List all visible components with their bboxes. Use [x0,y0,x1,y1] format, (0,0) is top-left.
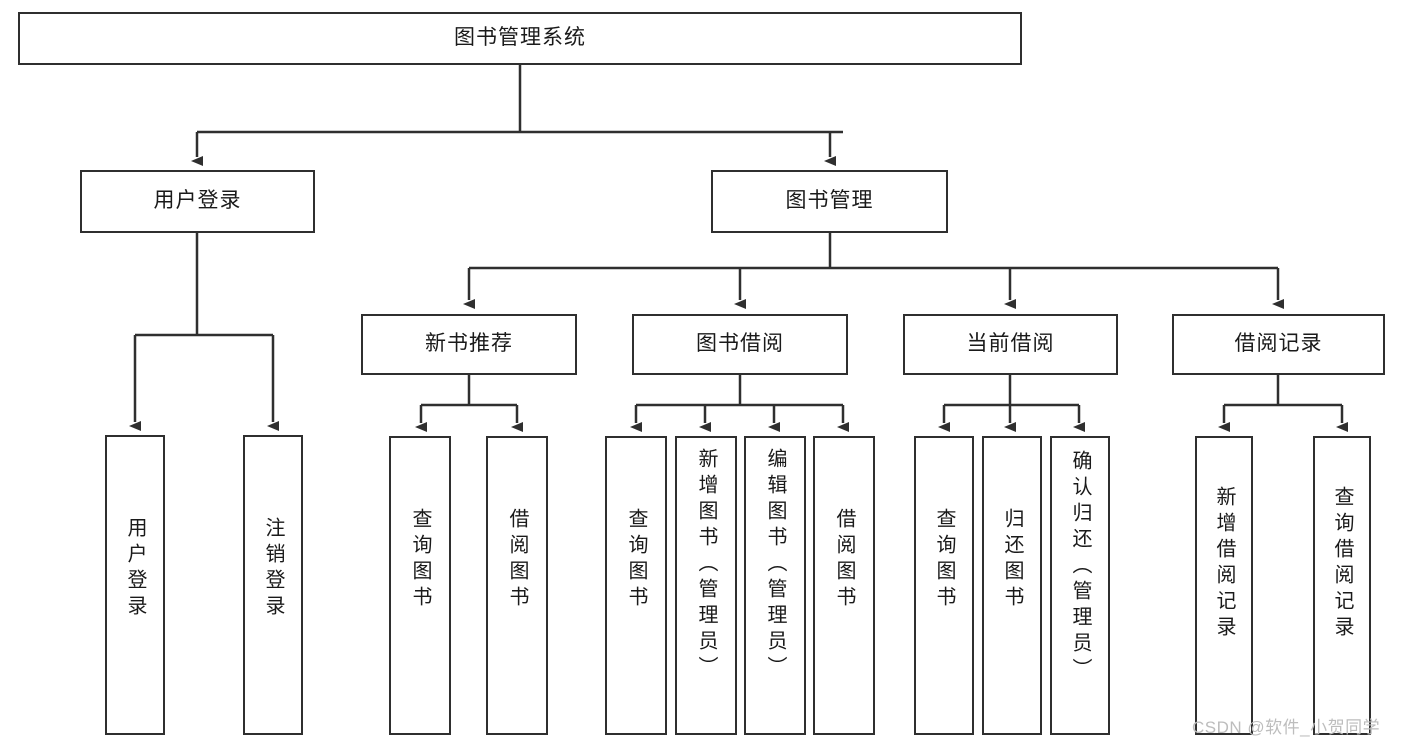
leaf-add-borrow-record[interactable]: 新增借阅记录 [1195,436,1253,735]
node-label: 归还图书 [1001,508,1023,612]
node-label: 用户登录 [153,189,242,213]
node-book-borrow[interactable]: 图书借阅 [632,314,848,375]
node-label: 新书推荐 [425,332,513,356]
node-user-login[interactable]: 用户登录 [80,170,315,233]
node-label: 注销登录 [262,517,284,621]
node-label: 查询图书 [409,508,431,612]
node-new-book-recommend[interactable]: 新书推荐 [361,314,577,375]
node-label: 图书管理系统 [454,26,586,50]
node-book-management[interactable]: 图书管理 [711,170,948,233]
node-label: 查询图书 [933,508,955,612]
node-label: 查询图书 [625,508,647,612]
node-label: 新增借阅记录 [1213,486,1235,642]
leaf-borrow-book-recommend[interactable]: 借阅图书 [486,436,548,735]
node-label: 借阅图书 [506,508,528,612]
leaf-add-book-admin[interactable]: 新增图书（管理员） [675,436,737,735]
leaf-borrow-book[interactable]: 借阅图书 [813,436,875,735]
node-label: 当前借阅 [966,332,1055,356]
node-root-system[interactable]: 图书管理系统 [18,12,1022,65]
leaf-user-login[interactable]: 用户登录 [105,435,165,735]
leaf-query-book-current[interactable]: 查询图书 [914,436,974,735]
node-label: 用户登录 [124,517,146,621]
node-label: 图书借阅 [696,332,784,356]
node-label: 编辑图书（管理员） [764,448,786,682]
leaf-query-book-recommend[interactable]: 查询图书 [389,436,451,735]
watermark: CSDN @软件_小贺同学 [1192,718,1381,737]
node-label: 借阅图书 [833,508,855,612]
node-label: 图书管理 [785,189,874,213]
node-label: 确认归还（管理员） [1069,450,1091,684]
leaf-edit-book-admin[interactable]: 编辑图书（管理员） [744,436,806,735]
node-label: 借阅记录 [1234,332,1323,356]
node-label: 查询借阅记录 [1331,486,1353,642]
node-borrow-record[interactable]: 借阅记录 [1172,314,1385,375]
leaf-return-book[interactable]: 归还图书 [982,436,1042,735]
leaf-query-borrow-record[interactable]: 查询借阅记录 [1313,436,1371,735]
leaf-logout-login[interactable]: 注销登录 [243,435,303,735]
node-current-borrow[interactable]: 当前借阅 [903,314,1118,375]
leaf-confirm-return-admin[interactable]: 确认归还（管理员） [1050,436,1110,735]
leaf-query-book-borrow[interactable]: 查询图书 [605,436,667,735]
node-label: 新增图书（管理员） [695,448,717,682]
